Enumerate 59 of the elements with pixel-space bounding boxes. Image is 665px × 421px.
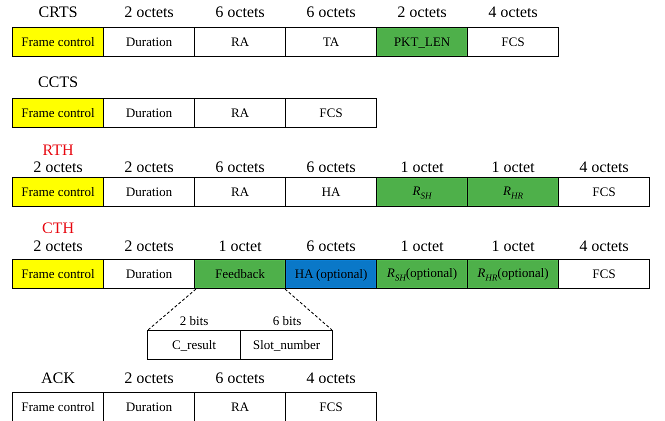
field-cell: TA	[285, 27, 377, 57]
field-size-label: 1 octet	[400, 238, 444, 256]
field-cell: Duration	[103, 259, 195, 289]
field-cell: R$_{HR}$(optional)	[467, 259, 559, 289]
field-cell: Slot_number	[240, 330, 333, 360]
field-size-label: 6 octets	[306, 4, 356, 22]
field-cell: FCS	[285, 98, 377, 128]
field-size-label: 6 octets	[215, 4, 265, 22]
expansion-line	[148, 288, 196, 330]
frame-name: CTH	[42, 220, 74, 238]
field-cell: Frame control	[12, 27, 104, 57]
field-cell: RA	[194, 27, 286, 57]
field-cell: Duration	[103, 98, 195, 128]
field-size-label: 2 octets	[397, 4, 447, 22]
field-size-label: 6 octets	[215, 370, 265, 388]
field-size-label: 2 octets	[33, 238, 83, 256]
field-cell: HA	[285, 177, 377, 207]
field-cell: FCS	[285, 392, 377, 421]
field-cell: Duration	[103, 27, 195, 57]
frame-name: CRTS	[38, 4, 78, 22]
frame-name: RTH	[42, 142, 74, 160]
field-cell: RA	[194, 98, 286, 128]
expansion-line	[284, 288, 332, 330]
field-size-label: 2 octets	[124, 238, 174, 256]
field-cell: R$_{SH}$(optional)	[376, 259, 468, 289]
field-size-label: 1 octet	[491, 159, 535, 177]
field-cell: RA	[194, 177, 286, 207]
field-size-label: 2 octets	[124, 370, 174, 388]
field-cell: Frame control	[12, 98, 104, 128]
field-cell: R$_{SH}$	[376, 177, 468, 207]
frame-name: ACK	[41, 370, 75, 388]
field-size-label: 2 octets	[33, 159, 83, 177]
field-size-label: 6 octets	[215, 159, 265, 177]
field-size-label: 6 octets	[306, 159, 356, 177]
field-size-label: 4 octets	[579, 238, 629, 256]
field-size-label: 2 bits	[180, 312, 208, 330]
field-cell: C_result	[147, 330, 241, 360]
field-cell: FCS	[558, 177, 650, 207]
field-cell: PKT_LEN	[376, 27, 468, 57]
field-size-label: 6 bits	[272, 312, 302, 330]
field-size-label: 1 octet	[400, 159, 444, 177]
field-size-label: 1 octet	[218, 238, 262, 256]
field-size-label: 4 octets	[488, 4, 538, 22]
field-cell: Duration	[103, 177, 195, 207]
field-cell: HA (optional)	[285, 259, 377, 289]
field-cell: FCS	[558, 259, 650, 289]
field-size-label: 2 octets	[124, 159, 174, 177]
field-size-label: 1 octet	[491, 238, 535, 256]
field-cell: Frame control	[12, 392, 104, 421]
field-cell: R$_{HR}$	[467, 177, 559, 207]
frame-name: CCTS	[38, 74, 78, 92]
field-cell: FCS	[467, 27, 559, 57]
field-size-label: 2 octets	[124, 4, 174, 22]
field-size-label: 6 octets	[306, 238, 356, 256]
field-cell: Feedback	[194, 259, 286, 289]
field-size-label: 4 octets	[306, 370, 356, 388]
field-cell: Frame control	[12, 259, 104, 289]
field-size-label: 4 octets	[579, 159, 629, 177]
field-cell: Frame control	[12, 177, 104, 207]
